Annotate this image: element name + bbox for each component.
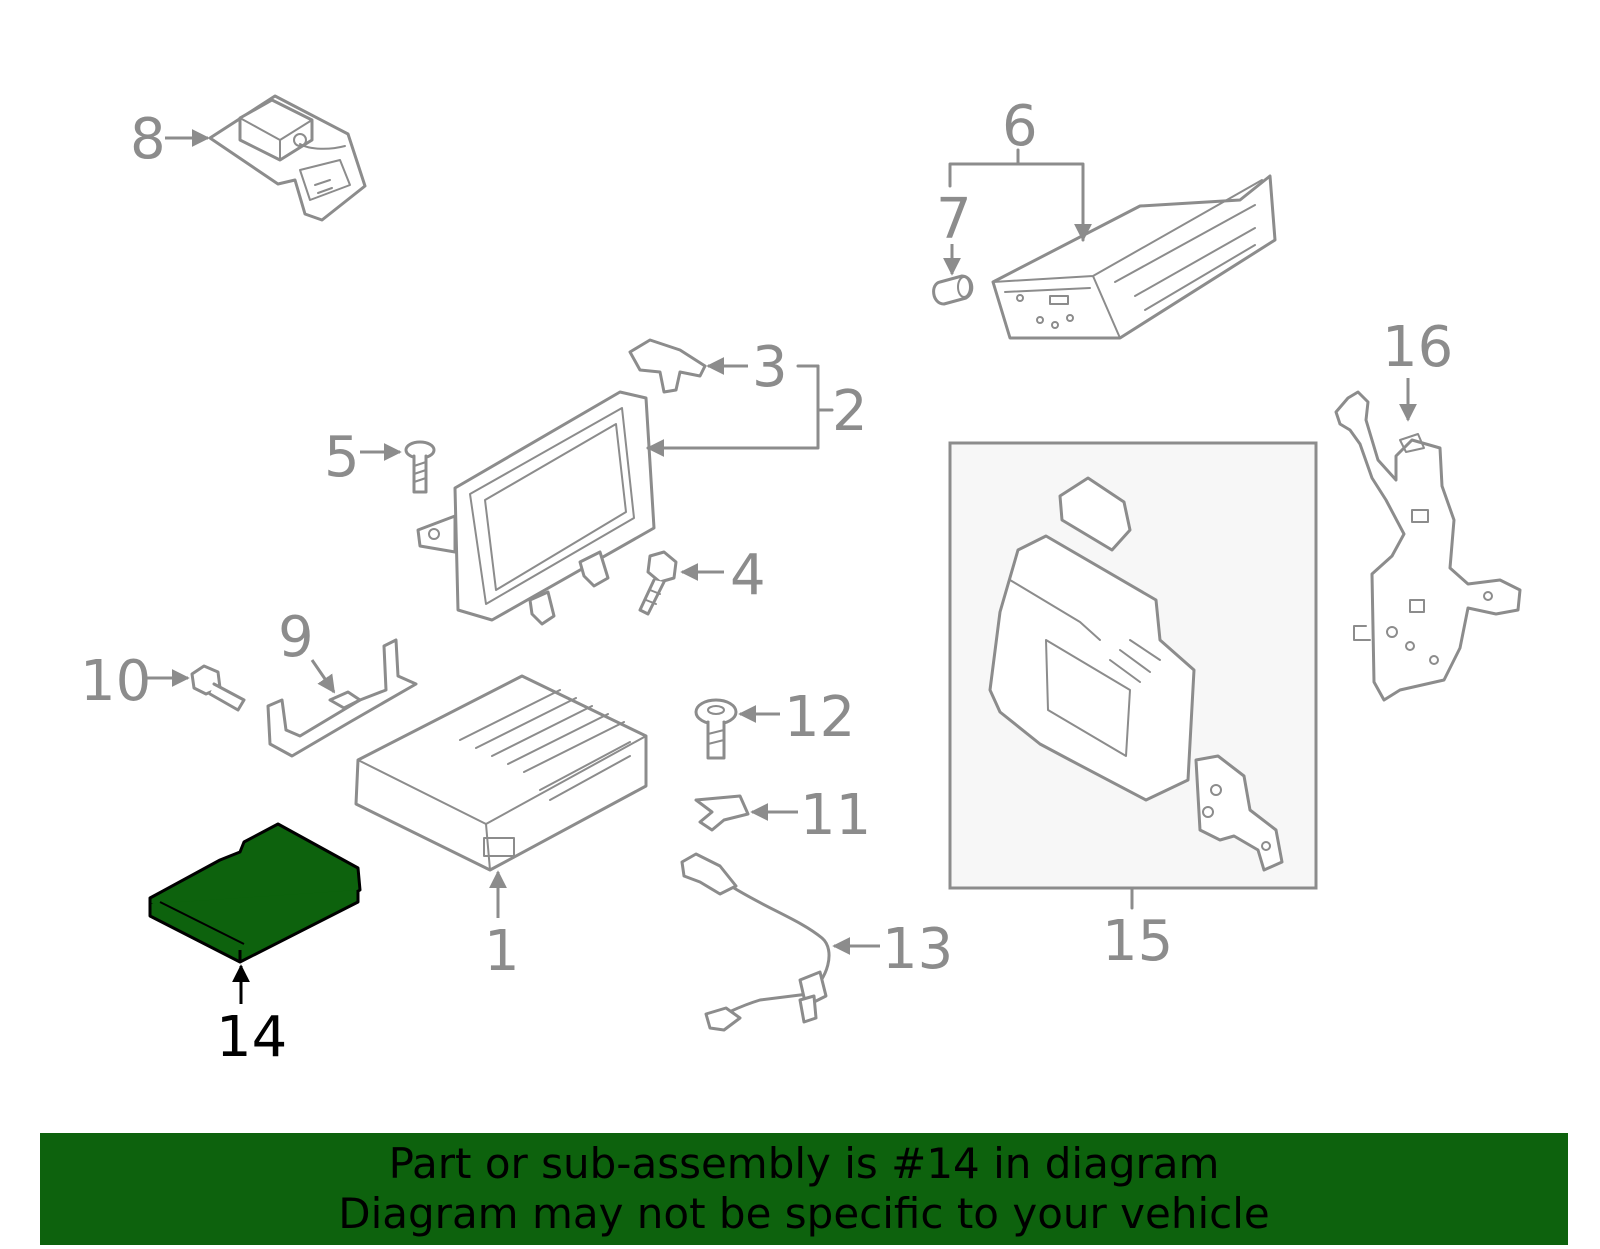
part-6-head-unit[interactable]	[991, 174, 1277, 340]
part-13-harness[interactable]	[680, 852, 831, 1032]
label-14: 14	[216, 1005, 287, 1070]
part-11-clip[interactable]	[694, 794, 750, 832]
part-7-bushing[interactable]	[932, 274, 974, 306]
part-16-bracket[interactable]	[1334, 390, 1522, 702]
label-16: 16	[1382, 315, 1453, 380]
label-10: 10	[80, 649, 151, 714]
part-5-screw[interactable]	[404, 440, 436, 494]
label-15: 15	[1102, 909, 1173, 974]
label-5: 5	[324, 425, 360, 490]
part-12-screw[interactable]	[694, 698, 738, 760]
label-7: 7	[936, 187, 972, 252]
label-8: 8	[130, 107, 166, 172]
part-3-clip[interactable]	[628, 338, 707, 394]
label-6: 6	[1002, 94, 1038, 159]
label-4: 4	[730, 543, 766, 608]
label-11: 11	[800, 783, 871, 848]
label-1: 1	[484, 919, 520, 984]
label-12: 12	[784, 685, 855, 750]
info-banner: Part or sub-assembly is #14 in diagram D…	[40, 1133, 1568, 1245]
part-15-box[interactable]	[948, 441, 1318, 890]
part-4-bolt[interactable]	[638, 550, 678, 616]
part-2-display[interactable]	[416, 390, 656, 626]
label-2: 2	[832, 379, 868, 444]
part-8-sensor[interactable]	[208, 94, 367, 222]
label-3: 3	[752, 335, 788, 400]
part-9-bracket[interactable]	[266, 638, 418, 758]
banner-line-2: Diagram may not be specific to your vehi…	[338, 1189, 1270, 1238]
label-13: 13	[882, 917, 953, 982]
label-9: 9	[278, 605, 314, 670]
part-1-module[interactable]	[354, 674, 648, 872]
part-14-module[interactable]	[148, 822, 362, 964]
banner-line-1: Part or sub-assembly is #14 in diagram	[388, 1139, 1220, 1188]
part-10-bolt[interactable]	[190, 664, 246, 712]
